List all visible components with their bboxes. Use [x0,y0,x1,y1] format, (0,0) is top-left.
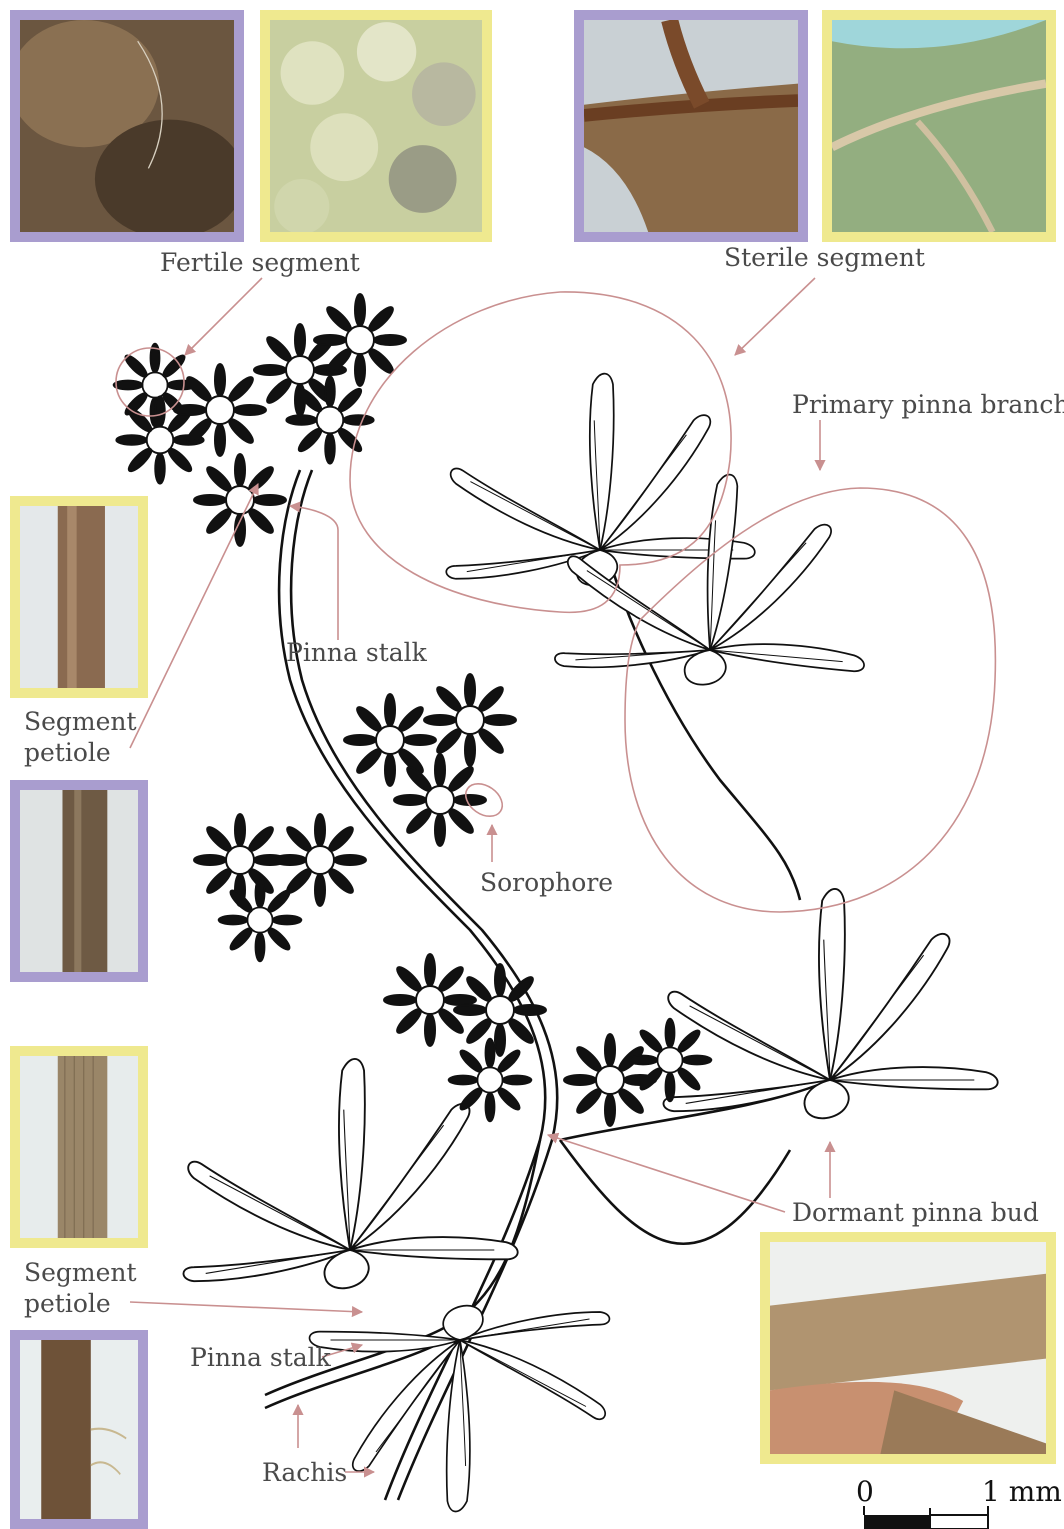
fertile-clusters [114,294,712,1126]
label-fertile-segment: Fertile segment [160,247,360,278]
label-pinna-stalk-lower: Pinna stalk [190,1342,331,1373]
sterile-frond-right [663,889,997,1118]
sterile-segment-arrow [735,278,815,355]
label-pinna-stalk-upper: Pinna stalk [286,637,427,668]
label-segment-petiole-upper-1: Segment [24,706,137,737]
label-segment-petiole-lower-1: Segment [24,1257,137,1288]
label-segment-petiole-upper-2: petiole [24,737,111,768]
sterile-frond-bottom [310,1306,610,1512]
dormant-bud-arrow-1 [548,1135,785,1212]
segment-petiole-upper-arrow [130,484,258,748]
label-primary-pinna-branch: Primary pinna branch [792,389,1064,420]
label-segment-petiole-lower-2: petiole [24,1288,111,1319]
scale-bar-end-label: 1 mm [982,1476,1062,1507]
sterile-frond-left [183,1059,517,1288]
scale-bar [864,1506,988,1529]
label-rachis: Rachis [262,1457,347,1488]
segment-petiole-lower-arrow [130,1302,362,1312]
label-sterile-segment: Sterile segment [724,242,925,273]
label-sorophore: Sorophore [480,867,613,898]
label-dormant-pinna-bud: Dormant pinna bud [792,1197,1039,1228]
fertile-segment-arrow [185,278,262,355]
scale-bar-start-label: 0 [856,1476,874,1507]
